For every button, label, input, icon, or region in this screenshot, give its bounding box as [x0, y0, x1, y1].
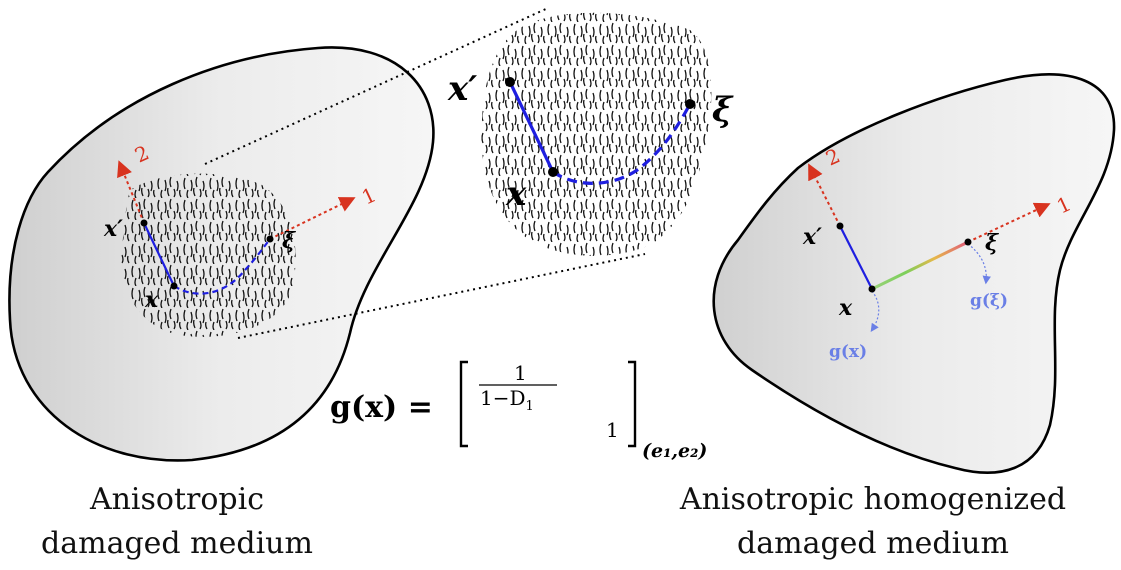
right-label-g-xi: g(ξ): [970, 291, 1008, 311]
metric-equation: g(x) = 1 1−D1 1 (e₁,e₂): [330, 360, 707, 462]
right-medium: 1 2 x′ x ξ g(x) g(ξ): [712, 73, 1116, 474]
right-point-x-prime: [836, 222, 844, 230]
left-label-xi: ξ: [282, 228, 296, 254]
equation-basis-subscript: (e₁,e₂): [642, 440, 707, 462]
right-g-xi-arrow: [967, 243, 991, 285]
right-path-geodesic: [871, 240, 969, 291]
left-label-x-prime: x′: [103, 216, 123, 242]
zoom-label-x-prime: x′: [447, 69, 477, 109]
left-caption-line1: Anisotropic: [89, 482, 264, 517]
equation-left-bracket: [459, 360, 468, 448]
right-label-g-x: g(x): [829, 342, 867, 362]
left-point-x: [170, 282, 178, 290]
right-point-xi: [964, 238, 972, 246]
zoom-point-x-prime: [505, 77, 515, 87]
right-axis-1-arrow: [967, 202, 1051, 243]
equation-entry-11-numerator: 1: [514, 361, 527, 385]
zoom-point-x: [548, 167, 558, 177]
equation-lhs: g(x) =: [330, 390, 433, 425]
right-body-outline: [712, 73, 1116, 474]
right-g-x-arrow: [870, 290, 880, 332]
equation-right-bracket: [628, 360, 637, 448]
zoom-crack-patch: [481, 12, 712, 256]
right-label-x: x: [838, 295, 853, 321]
left-axis-2-arrow: [117, 160, 145, 224]
left-caption-line2: damaged medium: [41, 526, 313, 561]
zoom-label-xi: ξ: [712, 90, 734, 130]
left-point-x-prime: [140, 219, 148, 227]
zoom-point-xi: [685, 99, 695, 109]
left-medium: 1 2 x′ x ξ: [8, 46, 435, 462]
right-label-x-prime: x′: [802, 224, 822, 250]
left-path-solid: [143, 222, 175, 287]
right-caption-line2: damaged medium: [737, 526, 1009, 561]
right-label-xi: ξ: [985, 230, 999, 256]
left-damage-cloud: [121, 173, 296, 337]
right-caption-line1: Anisotropic homogenized: [679, 482, 1066, 517]
equation-entry-22: 1: [606, 418, 619, 442]
zoom-inset: x′ x ξ: [447, 12, 734, 256]
right-path-solid: [839, 225, 873, 290]
zoom-path-dashed: [552, 103, 692, 185]
left-point-xi: [266, 235, 274, 243]
right-point-x: [868, 285, 876, 293]
right-axis-2-arrow: [808, 163, 841, 227]
left-label-x: x: [144, 287, 159, 313]
left-path-dashed: [173, 238, 271, 295]
zoom-label-x: x: [505, 174, 527, 214]
zoom-path-solid: [508, 81, 555, 173]
equation-entry-11-denominator: 1−D1: [480, 386, 534, 414]
